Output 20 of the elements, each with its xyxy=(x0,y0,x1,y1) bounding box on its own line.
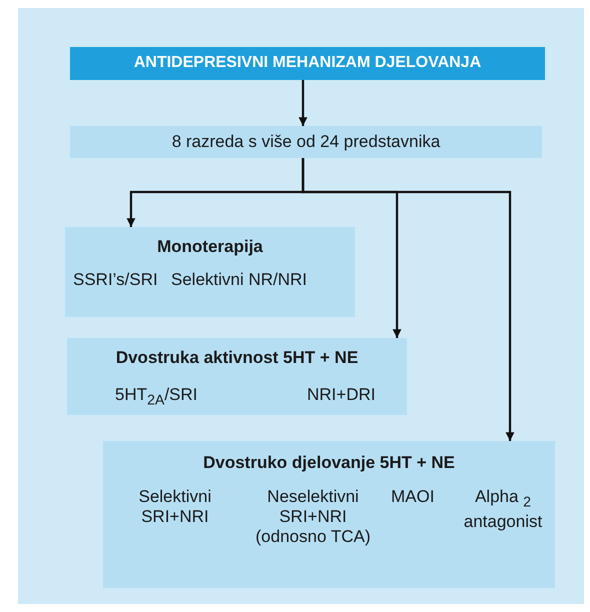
item-text: SSRI’s/SRI xyxy=(73,270,158,290)
category-box xyxy=(70,126,542,158)
item-text: MAOI xyxy=(391,487,434,507)
heading: Monoterapija xyxy=(156,237,264,257)
item-text: Selektivni SRI+NRI xyxy=(138,487,212,527)
item-text: NRI+DRI xyxy=(307,385,376,405)
heading: 8 razreda s više od 24 predstavnika xyxy=(170,132,442,152)
category-box xyxy=(103,441,555,588)
heading: Dvostruka aktivnost 5HT + NE xyxy=(114,348,360,368)
category-box xyxy=(67,338,407,415)
title-bar xyxy=(70,47,545,80)
category-box xyxy=(65,227,355,317)
item-text: Alpha $_{2}$ antagonist xyxy=(462,487,544,532)
heading: Dvostruko djelovanje 5HT + NE xyxy=(202,453,456,473)
title-text: ANTIDEPRESIVNI MEHANIZAM DJELOVANJA xyxy=(132,53,482,73)
arrow xyxy=(302,158,514,441)
item-text: Selektivni NR/NRI xyxy=(171,270,308,290)
arrow xyxy=(298,80,308,126)
item-text: Neselektivni SRI+NRI (odnosno TCA) xyxy=(254,487,372,547)
item-text: 5HT$_{2A}$/SRI xyxy=(115,385,198,410)
